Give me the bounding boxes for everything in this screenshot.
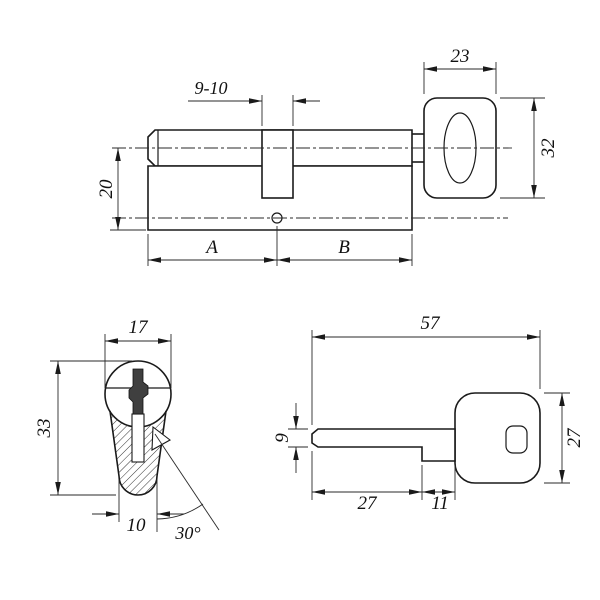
dim-knob-width: 23: [423, 46, 497, 94]
dim-key-blade-label: 27: [358, 493, 379, 514]
dim-profile-bottom-width: 10: [92, 480, 184, 536]
key-bow-hole: [505, 425, 528, 454]
profile-flag: [151, 425, 172, 451]
dim-key-head-height-label: 27: [564, 427, 585, 448]
dim-knob-width-label: 23: [451, 46, 470, 67]
dim-cam-width-label: 9-10: [195, 78, 228, 98]
key-view: 57 27 9 27 11: [272, 313, 585, 514]
profile-body: [109, 410, 167, 496]
dim-key-blade-height: 9: [272, 403, 308, 473]
dim-a-b: A B: [147, 226, 413, 266]
dim-knob-height-label: 32: [538, 138, 559, 159]
keyway-upper: [128, 368, 149, 415]
key-blade: [311, 428, 456, 462]
cam: [261, 129, 294, 199]
dim-key-length-label: 57: [421, 313, 442, 334]
dim-b-label: B: [338, 237, 350, 258]
dim-body-height-label: 20: [96, 179, 117, 199]
dim-a-label: A: [204, 237, 218, 258]
dim-cam-width: 9-10: [188, 78, 320, 126]
cylinder-side-view: 23 32 20 9-10 A: [96, 46, 559, 266]
dim-profile-bottom-width-label: 10: [127, 515, 147, 536]
dim-profile-height-label: 33: [34, 419, 55, 439]
cylinder-profile-view: 17 33 10 30°: [34, 317, 220, 543]
dim-key-shoulder-label: 11: [431, 493, 449, 514]
dim-key-blade-segments: 27 11: [311, 451, 456, 514]
angle-line: [154, 433, 220, 531]
keyway-lower: [131, 413, 145, 463]
angle-arc: [156, 503, 204, 520]
dim-knob-height: 32: [500, 97, 559, 199]
dim-body-height: 20: [96, 148, 146, 231]
dim-profile-angle: 30°: [154, 433, 220, 543]
dim-key-length: 57: [311, 313, 541, 425]
dim-key-blade-height-label: 9: [272, 433, 293, 443]
dim-profile-height: 33: [34, 360, 132, 496]
dim-profile-width-label: 17: [129, 317, 150, 338]
dim-key-head-height: 27: [544, 392, 585, 484]
dim-profile-angle-label: 30°: [174, 523, 200, 543]
